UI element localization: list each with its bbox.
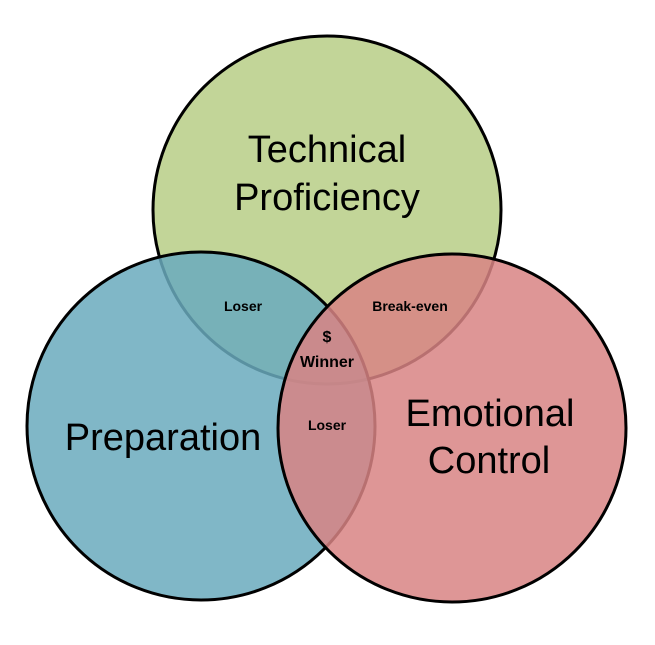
technical-label-line2: Proficiency: [234, 177, 420, 219]
emotional-label-line1: Emotional: [406, 393, 575, 435]
preparation-label: Preparation: [65, 417, 261, 459]
center-winner-label: Winner: [300, 354, 354, 371]
technical-label-line1: Technical: [248, 129, 406, 171]
emotional-control-circle: [276, 252, 628, 604]
overlap-technical-emotional-label: Break-even: [372, 298, 448, 314]
center-dollar-symbol: $: [323, 329, 332, 346]
emotional-label-line2: Control: [428, 440, 551, 482]
overlap-technical-preparation-label: Loser: [224, 298, 263, 314]
overlap-preparation-emotional-label: Loser: [308, 417, 347, 433]
